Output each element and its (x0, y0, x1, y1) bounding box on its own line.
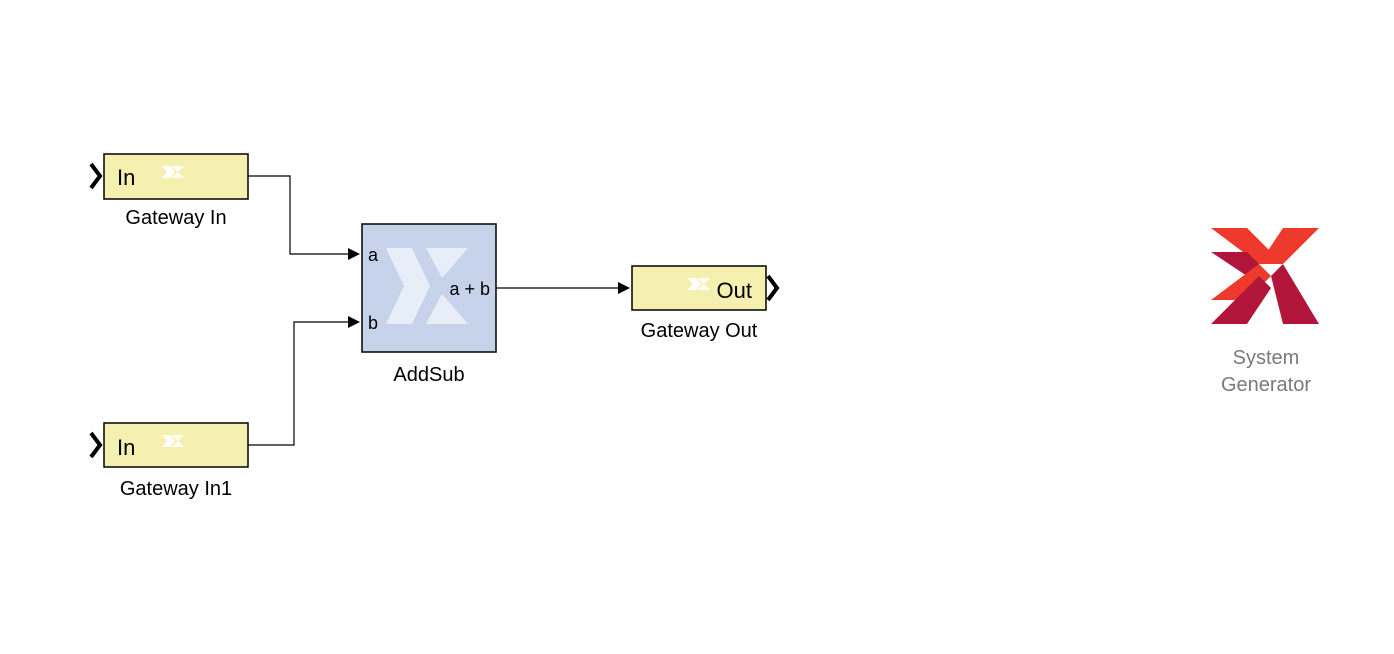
addsub-label: AddSub (393, 364, 464, 386)
signal-line-in1-to-b[interactable] (248, 316, 360, 446)
addsub-block[interactable]: a b a + b AddSub (361, 223, 497, 386)
gateway-in-label: Gateway In (125, 207, 226, 229)
xilinx-logo-icon (386, 248, 468, 324)
addsub-output-label: a + b (449, 279, 490, 299)
gateway-in-block[interactable]: In Gateway In (89, 153, 249, 229)
xilinx-logo-icon (162, 166, 184, 178)
input-port-chevron-icon (89, 162, 103, 190)
gateway-out-text: Out (717, 278, 752, 303)
system-generator-label-line2: Generator (1221, 374, 1311, 396)
addsub-port-b: b (368, 313, 378, 333)
system-generator-logo-icon (1211, 228, 1319, 324)
signal-lines (248, 175, 630, 446)
gateway-in1-block[interactable]: In Gateway In1 (89, 422, 249, 500)
system-generator-label-line1: System (1233, 347, 1300, 369)
gateway-out-block[interactable]: Out Gateway Out (631, 265, 780, 342)
output-port-chevron-icon (766, 274, 780, 302)
gateway-in-text: In (117, 165, 135, 190)
addsub-port-a: a (368, 245, 379, 265)
gateway-out-label: Gateway Out (641, 320, 758, 342)
gateway-in1-label: Gateway In1 (120, 478, 232, 500)
signal-line-in-to-a[interactable] (248, 175, 360, 260)
input-port-chevron-icon (89, 431, 103, 459)
gateway-in1-text: In (117, 435, 135, 460)
xilinx-logo-icon (162, 435, 184, 447)
xilinx-logo-icon (688, 278, 710, 290)
gateway-out-body[interactable] (631, 265, 767, 311)
system-generator-block[interactable]: System Generator (1211, 228, 1319, 396)
